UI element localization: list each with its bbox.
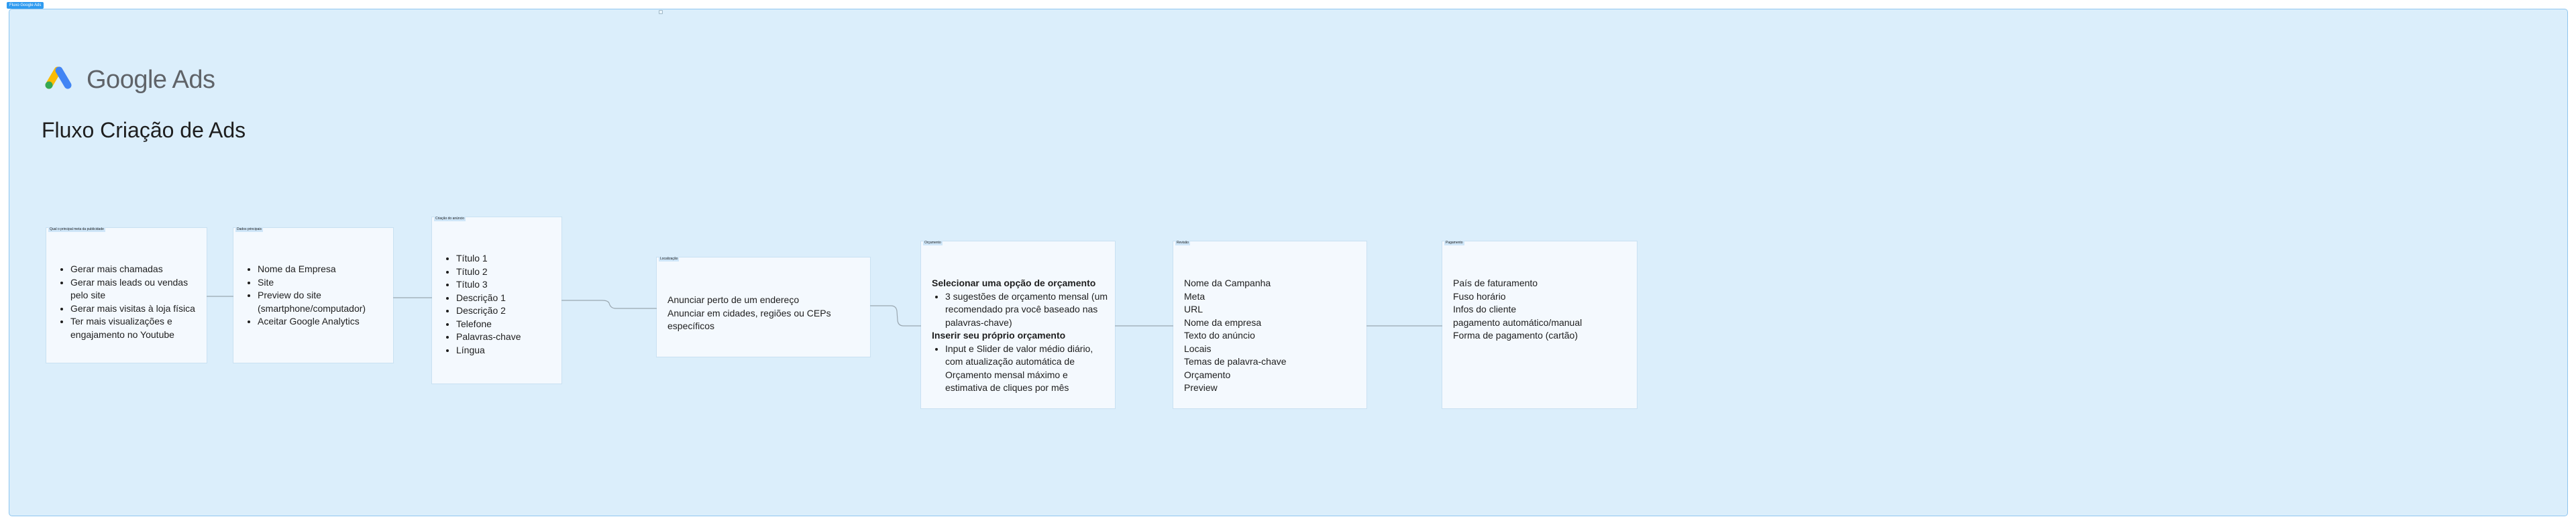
list-item: Título 2 — [456, 266, 555, 279]
text-line: pagamento automático/manual — [1453, 316, 1582, 328]
card-localizacao[interactable]: Localização Anunciar perto de um endereç… — [657, 257, 870, 357]
list-item: Aceitar Google Analytics — [258, 315, 386, 329]
connector-localizacao-to-orcamento — [870, 305, 921, 327]
card-tag: Dados principais — [235, 227, 263, 232]
section-heading: Selecionar uma opção de orçamento — [932, 278, 1096, 288]
list-item: Descrição 1 — [456, 292, 555, 305]
page-title: Fluxo Criação de Ads — [42, 118, 246, 142]
card-orcamento[interactable]: Orçamento Selecionar uma opção de orçame… — [921, 241, 1115, 408]
text-line: Orçamento — [1184, 369, 1231, 380]
google-ads-logo-icon — [45, 66, 72, 89]
text-line: Infos do cliente — [1453, 304, 1517, 314]
text-line: País de faturamento — [1453, 278, 1538, 288]
card-dados-principais[interactable]: Dados principais Nome da Empresa Site Pr… — [233, 227, 393, 363]
text-line: Anunciar perto de um endereço — [667, 294, 800, 305]
card-tag: Localização — [659, 257, 680, 261]
list-item: Descrição 2 — [456, 304, 555, 318]
card-tag: Revisão — [1175, 241, 1191, 245]
list-item: Input e Slider de valor médio diário, co… — [945, 343, 1108, 395]
list-item: Gerar mais visitas à loja física — [70, 302, 200, 316]
list-item: Gerar mais leads ou vendas pelo site — [70, 276, 200, 302]
card-tag: Pagamento — [1444, 241, 1464, 245]
text-line: Meta — [1184, 290, 1205, 302]
frame-label[interactable]: Fluxo Google Ads — [7, 2, 44, 9]
list-item: Telefone — [456, 318, 555, 331]
card-tag: Orçamento — [923, 241, 943, 245]
card-tag: Criação do anúncio — [434, 217, 466, 221]
section-heading: Inserir seu próprio orçamento — [932, 330, 1066, 341]
text-line: Temas de palavra-chave — [1184, 356, 1287, 367]
list-item: Língua — [456, 344, 555, 357]
list-item: Título 1 — [456, 252, 555, 266]
list-item: Ter mais visualizações e engajamento no … — [70, 315, 200, 341]
card-pagamento[interactable]: Pagamento País de faturamento Fuso horár… — [1442, 241, 1637, 408]
list-item: Título 3 — [456, 278, 555, 292]
text-line: URL — [1184, 304, 1203, 314]
text-line: Locais — [1184, 343, 1212, 354]
card-revisao[interactable]: Revisão Nome da Campanha Meta URL Nome d… — [1173, 241, 1366, 408]
list-item: Palavras-chave — [456, 331, 555, 344]
list-item: Nome da Empresa — [258, 263, 386, 276]
list-item: Site — [258, 276, 386, 290]
text-line: Texto do anúncio — [1184, 330, 1255, 341]
text-line: Forma de pagamento (cartão) — [1453, 330, 1578, 341]
card-meta-publicidade[interactable]: Qual o principal meta da publicidade Ger… — [46, 227, 207, 363]
text-line: Fuso horário — [1453, 290, 1506, 302]
list-item: Gerar mais chamadas — [70, 263, 200, 276]
list-item: 3 sugestões de orçamento mensal (um reco… — [945, 290, 1108, 330]
text-line: Nome da empresa — [1184, 316, 1262, 328]
text-line: Anunciar em cidades, regiões ou CEPs esp… — [667, 307, 831, 332]
text-line: Nome da Campanha — [1184, 278, 1271, 288]
list-item: Preview do site (smartphone/computador) — [258, 289, 386, 315]
text-line: Preview — [1184, 382, 1218, 393]
card-criacao-anuncio[interactable]: Criação do anúncio Título 1 Título 2 Tít… — [432, 217, 561, 384]
card-tag: Qual o principal meta da publicidade — [48, 227, 105, 232]
logo-text: Google Ads — [87, 66, 215, 94]
section-handle[interactable] — [659, 10, 663, 14]
connector-anuncio-to-localizacao — [561, 300, 657, 309]
